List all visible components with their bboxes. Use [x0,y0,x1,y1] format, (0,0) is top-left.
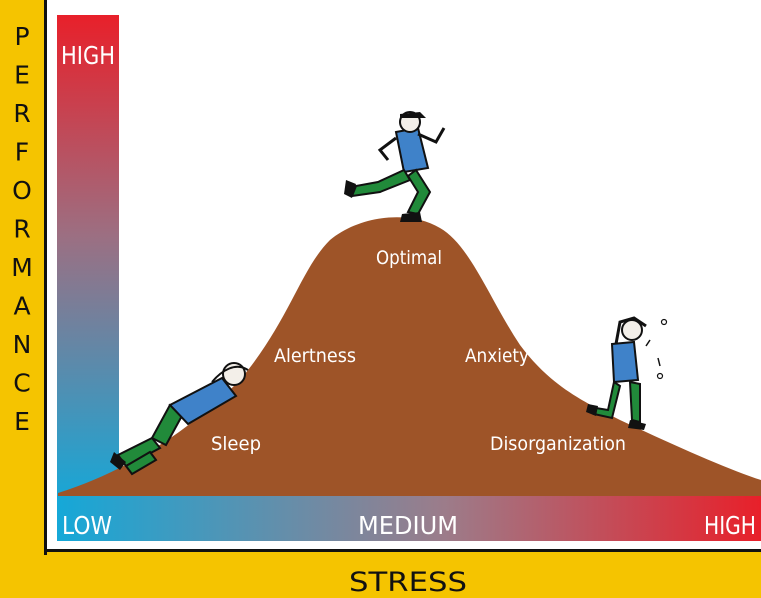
performance-curve [58,217,761,496]
stress-axis-title: STRESS [349,567,467,598]
stress-gradient-bar [57,496,761,541]
zone-sleep-label: Sleep [211,433,261,455]
performance-high-label: HIGH [61,41,115,70]
yellow-frame-bottom [0,552,761,598]
yellow-frame-left [0,0,44,598]
running-person-icon [344,111,446,222]
zone-disorganization-label: Disorganization [490,433,626,455]
stress-high-label: HIGH [704,511,756,540]
zone-anxiety-label: Anxiety [465,345,529,367]
stressed-person-icon [586,316,668,430]
x-axis-line [44,549,761,552]
performance-gradient-bar [57,15,119,505]
zone-optimal-label: Optimal [376,247,442,269]
sleeping-person-icon [110,362,249,476]
zone-alertness-label: Alertness [274,345,356,367]
stress-low-label: LOW [62,511,112,540]
y-axis-line [44,0,47,555]
stress-medium-label: MEDIUM [358,511,458,540]
